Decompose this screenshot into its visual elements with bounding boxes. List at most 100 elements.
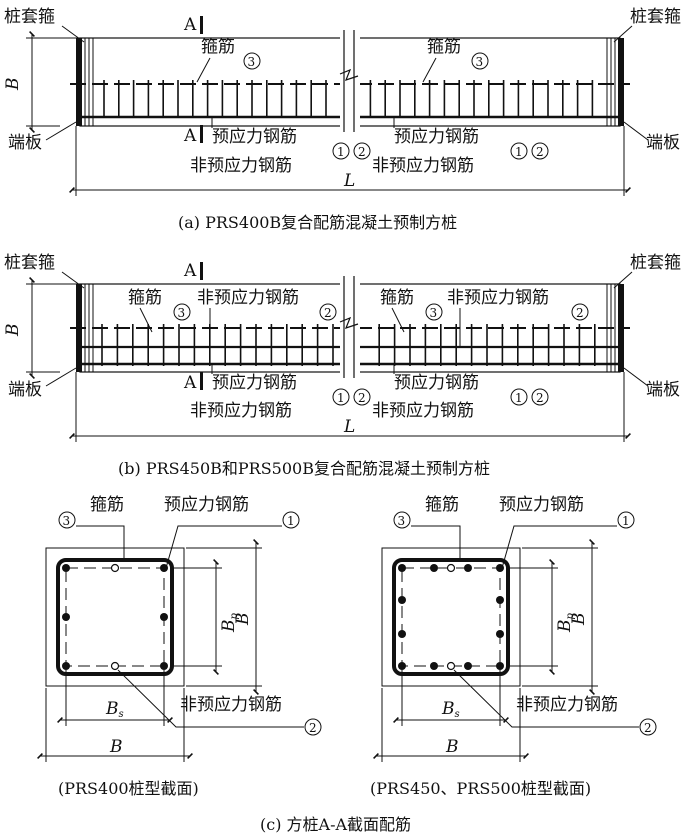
svg-text:1: 1 xyxy=(337,145,345,159)
svg-text:1: 1 xyxy=(515,391,523,405)
label-nonprestressed-c-left: 非预应力钢筋 xyxy=(180,695,282,715)
label-sleeve-right-a: 桩套箍 xyxy=(630,7,681,27)
label-stirrup-left-b: 箍筋 xyxy=(128,288,162,308)
circle-2-left-b: 2 xyxy=(353,388,371,406)
section-outline-left xyxy=(45,547,185,687)
section-mark-top-b: A xyxy=(183,261,197,281)
label-prestressed-c-right: 预应力钢筋 xyxy=(499,495,584,515)
prestressed-bars-left xyxy=(62,564,168,670)
end-plate-left-a xyxy=(76,38,82,126)
circle-1-left-b: 1 xyxy=(332,388,350,406)
nonprestressed-bars-right xyxy=(446,563,456,671)
label-endplate-left-a: 端板 xyxy=(8,133,42,153)
end-plate-right-a xyxy=(618,38,624,126)
svg-text:1: 1 xyxy=(287,514,295,528)
svg-text:3: 3 xyxy=(63,514,71,528)
dim-Bs-right xyxy=(393,670,509,726)
label-endplate-left-b: 端板 xyxy=(8,380,42,400)
panel-c-right-section: 箍筋 3 预应力钢筋 1 非预应力钢筋 2 Bp B Bs B (PRS450、… xyxy=(370,495,657,798)
label-stirrup-c-right: 箍筋 xyxy=(425,495,459,515)
dimension-L-b xyxy=(69,372,631,442)
prestressed-bars-right xyxy=(398,564,504,670)
dimension-B-a xyxy=(26,31,80,133)
circle-1-right-b: 1 xyxy=(510,388,528,406)
stirrup-loop-left xyxy=(56,558,174,676)
svg-text:3: 3 xyxy=(430,306,438,320)
circle-2-right-a: 2 xyxy=(531,142,549,160)
caption-a: (a) PRS400B复合配筋混凝土预制方桩 xyxy=(178,213,457,232)
svg-text:1: 1 xyxy=(622,514,630,528)
section-mark-bottom-b: A xyxy=(183,373,197,393)
svg-text:2: 2 xyxy=(358,391,366,405)
dim-label-Bp-left: Bp xyxy=(219,613,240,634)
panel-b-elevation: A A B L 桩套箍 桩套箍 端板 端板 箍筋 3 非预应力钢筋 2 箍筋 3… xyxy=(3,253,681,478)
inner-dashed-left xyxy=(65,567,165,667)
svg-text:2: 2 xyxy=(644,721,652,735)
label-stirrup-left-a: 箍筋 xyxy=(201,37,235,57)
label-nonprestressed-left-a: 非预应力钢筋 xyxy=(190,156,292,176)
dim-label-L-a: L xyxy=(343,171,355,191)
dim-label-B-a: B xyxy=(3,78,23,92)
svg-text:1: 1 xyxy=(515,145,523,159)
svg-text:2: 2 xyxy=(576,306,584,320)
circle-2-right-b: 2 xyxy=(531,388,549,406)
circle-2-c-right: 2 xyxy=(639,718,657,736)
label-nonprestressed-bottom-right-b: 非预应力钢筋 xyxy=(372,401,474,421)
caption-c-left: (PRS400桩型截面) xyxy=(58,779,199,798)
label-sleeve-left-b: 桩套箍 xyxy=(4,253,55,273)
label-nonprestressed-bottom-left-b: 非预应力钢筋 xyxy=(190,401,292,421)
svg-text:2: 2 xyxy=(309,721,317,735)
break-mark-b xyxy=(339,276,360,378)
label-prestressed-left-b: 预应力钢筋 xyxy=(212,373,297,393)
dim-Bp-right xyxy=(506,559,558,675)
circle-3-stirrup-right-b: 3 xyxy=(425,303,443,321)
label-stirrup-right-b: 箍筋 xyxy=(380,288,414,308)
dim-label-Bp-right: Bp xyxy=(555,613,576,634)
label-stirrup-c-left: 箍筋 xyxy=(90,495,124,515)
dim-label-Bs-right: Bs xyxy=(441,699,460,720)
svg-text:2: 2 xyxy=(358,145,366,159)
circle-3-stirrup-left-a: 3 xyxy=(243,52,261,70)
circle-3-c-right: 3 xyxy=(393,511,411,529)
dim-label-B-vertical-left: B xyxy=(233,613,253,627)
panel-a-elevation: A A B L 桩套箍 桩套箍 端板 端板 箍筋 3 箍筋 3 预应力钢筋 非预 xyxy=(3,7,681,232)
svg-text:2: 2 xyxy=(324,306,332,320)
circle-1-right-a: 1 xyxy=(510,142,528,160)
section-outline-right xyxy=(381,547,521,687)
label-prestressed-left-a: 预应力钢筋 xyxy=(212,127,297,147)
label-stirrup-right-a: 箍筋 xyxy=(427,37,461,57)
dimension-B-b xyxy=(26,277,80,379)
caption-c-right: (PRS450、PRS500桩型截面) xyxy=(370,779,591,798)
circle-2-top-left-b: 2 xyxy=(319,303,337,321)
sleeve-hoop-right-a xyxy=(606,38,616,126)
dim-B-vertical-right xyxy=(522,539,598,695)
svg-text:2: 2 xyxy=(536,391,544,405)
dim-Bp-left xyxy=(170,559,222,675)
section-mark-bottom-a: A xyxy=(183,126,197,146)
dim-B-horizontal-right xyxy=(373,688,529,762)
label-nonprestressed-top-left-b: 非预应力钢筋 xyxy=(197,288,299,308)
label-endplate-right-b: 端板 xyxy=(646,380,680,400)
circle-2-top-right-b: 2 xyxy=(571,303,589,321)
dim-B-horizontal-left xyxy=(37,688,193,762)
svg-text:2: 2 xyxy=(536,145,544,159)
stirrup-loop-right xyxy=(392,558,510,676)
dim-label-B-horizontal-left: B xyxy=(109,737,123,757)
svg-text:3: 3 xyxy=(398,514,406,528)
label-prestressed-right-b: 预应力钢筋 xyxy=(394,373,479,393)
break-mark-a xyxy=(339,30,360,132)
sleeve-hoop-left-a xyxy=(84,38,94,126)
sleeve-hoop-left-b xyxy=(84,284,94,372)
dim-B-vertical-left xyxy=(186,539,262,695)
caption-b: (b) PRS450B和PRS500B复合配筋混凝土预制方桩 xyxy=(118,459,490,478)
dim-label-B-horizontal-right: B xyxy=(445,737,459,757)
dim-label-B-vertical-right: B xyxy=(569,613,589,627)
circle-1-c-left: 1 xyxy=(282,511,300,529)
label-endplate-right-a: 端板 xyxy=(646,133,680,153)
label-nonprestressed-c-right: 非预应力钢筋 xyxy=(516,695,618,715)
label-nonprestressed-top-right-b: 非预应力钢筋 xyxy=(447,288,549,308)
circle-3-stirrup-left-b: 3 xyxy=(173,303,191,321)
circle-3-c-left: 3 xyxy=(58,511,76,529)
circle-2-left-a: 2 xyxy=(353,142,371,160)
